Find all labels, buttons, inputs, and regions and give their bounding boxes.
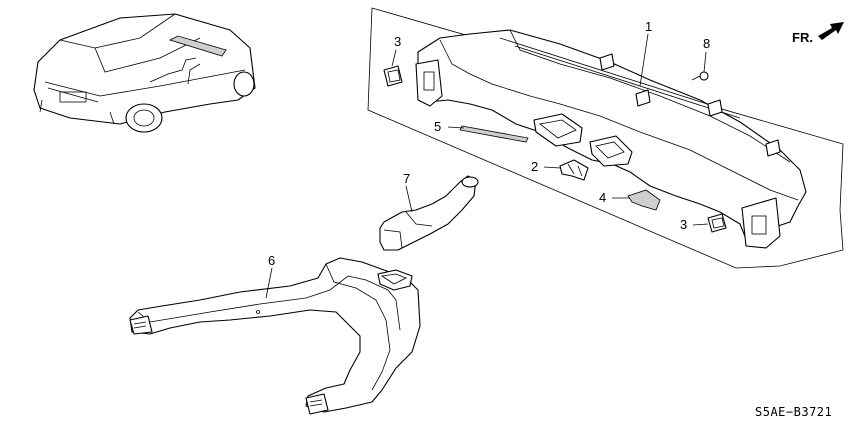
callout-7: 7 — [403, 171, 410, 186]
callout-1: 1 — [645, 19, 652, 34]
assembly-frame — [367, 7, 844, 269]
diagram-code: S5AE−B3721 — [755, 405, 832, 419]
callout-2: 2 — [531, 159, 538, 174]
leader-lines — [265, 33, 709, 299]
callout-3-lower: 3 — [680, 217, 687, 232]
pad-part-4 — [627, 189, 661, 211]
seal-strip-part-5 — [459, 125, 529, 143]
callout-4: 4 — [599, 190, 606, 205]
front-direction-indicator: FR. — [792, 22, 844, 45]
screw-part-8 — [691, 71, 709, 81]
callout-8: 8 — [703, 36, 710, 51]
vehicle-locator-illustration — [33, 13, 256, 133]
clip-part-2 — [559, 159, 589, 181]
callout-6: 6 — [268, 253, 275, 268]
clip-part-3-upper — [383, 65, 403, 87]
callout-5: 5 — [434, 119, 441, 134]
duct-part-6 — [129, 257, 421, 415]
duct-part-7 — [379, 175, 479, 251]
clip-part-3-lower — [707, 213, 727, 233]
callout-3-upper: 3 — [394, 34, 401, 49]
callout-labels: 1 2 3 3 4 5 6 7 8 — [268, 19, 710, 268]
heater-duct-assembly — [415, 29, 807, 249]
front-arrow-icon — [818, 22, 844, 40]
front-label: FR. — [792, 30, 813, 45]
